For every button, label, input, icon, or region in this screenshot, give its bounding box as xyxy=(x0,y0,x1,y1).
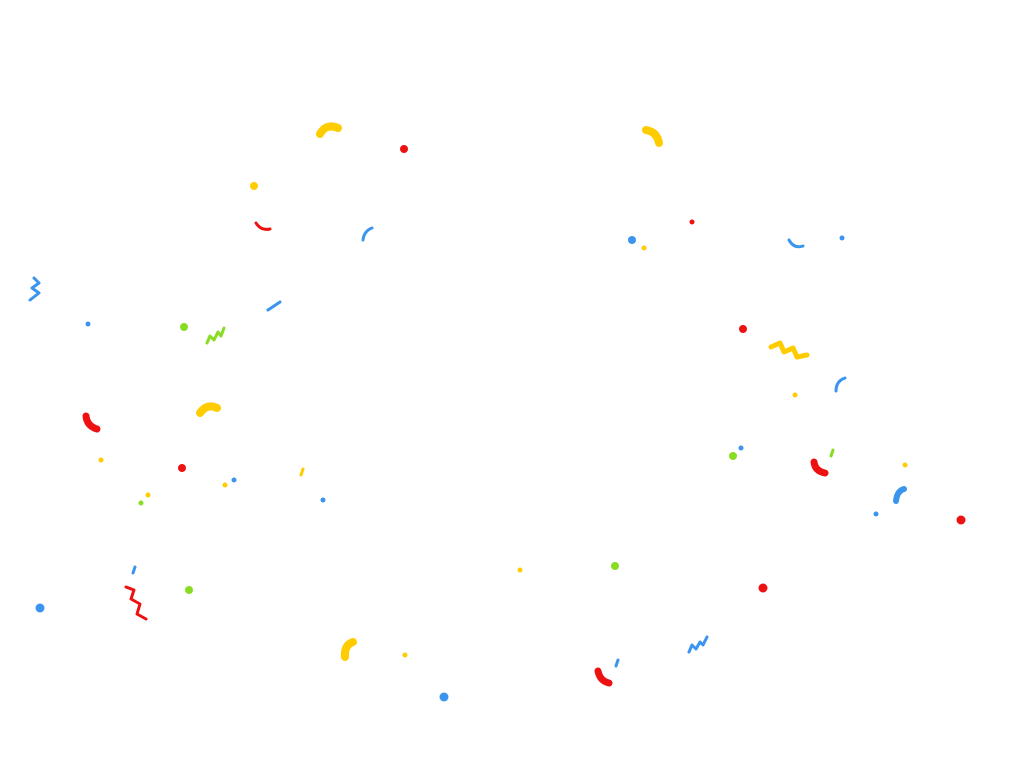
blue-zigzag xyxy=(28,276,41,302)
yellow-dot xyxy=(902,462,908,468)
yellow-dot xyxy=(641,245,647,251)
green-zigzag xyxy=(205,326,226,345)
red-dot xyxy=(739,325,747,333)
blue-zigzag xyxy=(687,635,709,654)
green-dash xyxy=(829,448,835,458)
yellow-arc xyxy=(642,126,663,147)
green-dot xyxy=(180,323,188,331)
green-dot xyxy=(611,562,619,570)
blue-dash xyxy=(266,300,282,312)
blue-dot xyxy=(628,236,636,244)
green-dot xyxy=(729,452,737,460)
yellow-arc xyxy=(196,402,221,417)
green-dot xyxy=(138,500,144,506)
blue-dot xyxy=(231,477,237,483)
blue-arc xyxy=(787,238,805,249)
red-dot xyxy=(178,464,186,472)
red-zigzag xyxy=(124,585,148,621)
yellow-dot xyxy=(517,567,523,573)
red-arc xyxy=(254,221,272,231)
yellow-dot xyxy=(145,492,151,498)
red-dot xyxy=(400,145,408,153)
red-dot xyxy=(956,515,966,525)
yellow-arc xyxy=(316,122,342,138)
blue-dot xyxy=(35,603,45,613)
blue-dash xyxy=(131,565,137,575)
yellow-dot xyxy=(250,182,258,190)
yellow-dot xyxy=(98,457,104,463)
red-arc xyxy=(594,667,613,687)
red-dot xyxy=(689,219,695,225)
blue-dot xyxy=(839,235,845,241)
blue-dot xyxy=(439,692,449,702)
red-arc xyxy=(810,458,829,477)
green-dot xyxy=(185,586,193,594)
blue-arc xyxy=(361,226,374,242)
yellow-zigzag xyxy=(768,340,810,360)
blue-arc xyxy=(893,486,907,504)
yellow-dot xyxy=(402,652,408,658)
yellow-arc xyxy=(340,638,357,661)
blue-arc xyxy=(834,376,847,393)
blue-dot xyxy=(320,497,326,503)
yellow-dash xyxy=(299,467,305,477)
confetti-particles xyxy=(28,122,966,702)
yellow-dot xyxy=(792,392,798,398)
blue-dot xyxy=(873,511,879,517)
blue-dash xyxy=(614,658,620,668)
blue-dot xyxy=(738,445,744,451)
yellow-dot xyxy=(222,482,228,488)
red-arc xyxy=(82,412,101,433)
blue-dot xyxy=(85,321,91,327)
red-dot xyxy=(758,583,768,593)
